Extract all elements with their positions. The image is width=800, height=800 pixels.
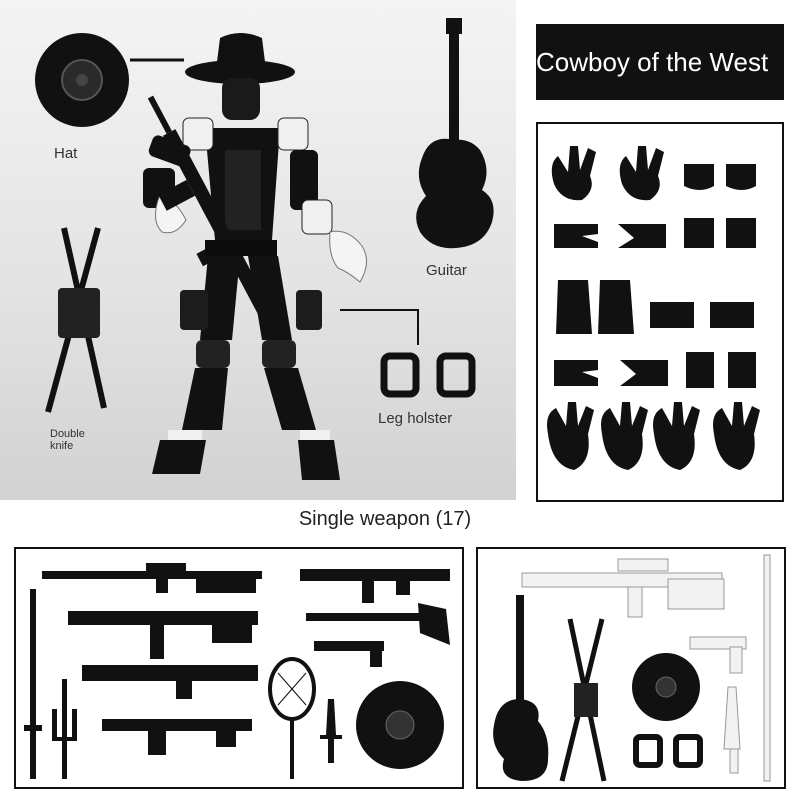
hands-panel — [536, 122, 784, 502]
cowboy-figure — [143, 33, 367, 480]
white-blade-icon — [763, 554, 771, 782]
double-knife-label-line1: Double — [50, 428, 85, 440]
white-accessories-panel — [476, 547, 786, 789]
rifle-icon — [42, 563, 450, 755]
double-knife-icon — [559, 618, 607, 782]
dagger-icon — [320, 699, 342, 763]
guitar-icon — [493, 595, 549, 781]
white-accessories-grid — [493, 554, 771, 782]
hat-icon — [632, 653, 700, 721]
leg-holster-label: Leg holster — [378, 410, 453, 427]
weapons-panel — [14, 547, 464, 789]
holster-pointer-line — [340, 309, 419, 345]
guitar-label: Guitar — [426, 262, 467, 279]
figure-illustration — [35, 18, 494, 480]
white-rifle-icon — [521, 558, 725, 618]
product-title: Cowboy of the West — [536, 24, 784, 100]
double-knife-icon — [45, 227, 107, 413]
double-knife-label: Double knife — [50, 428, 110, 452]
single-weapon-caption: Single weapon (17) — [298, 508, 472, 530]
white-knife-icon — [723, 686, 741, 774]
hero-product-image: Hat Guitar Leg holster Double knife — [0, 0, 516, 500]
weapons-grid — [24, 563, 450, 779]
leg-holster-icon — [380, 352, 476, 398]
hat-icon — [35, 33, 129, 127]
leg-holster-icon — [633, 734, 703, 768]
sai-icon — [52, 679, 77, 779]
white-pistol-icon — [689, 636, 747, 674]
hand-icon — [547, 146, 760, 470]
hat-label: Hat — [54, 145, 78, 162]
guitar-icon — [416, 18, 494, 249]
double-knife-label-line2: knife — [50, 440, 74, 452]
racket-icon — [268, 657, 316, 779]
hands-grid — [547, 146, 760, 470]
shield-icon — [356, 681, 444, 769]
katana-icon — [24, 589, 42, 779]
